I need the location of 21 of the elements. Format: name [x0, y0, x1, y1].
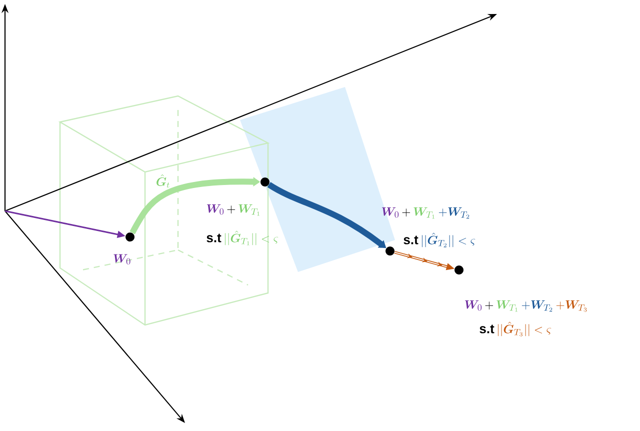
formula-label: $\textbf{s.t}$ $||\hat{\boldsymbol{G}}_{T_1}|| < \varsigma$	[206, 230, 278, 246]
dot	[454, 266, 464, 274]
node-label: $+\boldsymbol{W}_{T_2}$	[438, 207, 470, 219]
formula-label: $\boldsymbol{W}_0$ $+$ $\boldsymbol{W}_{T_1}$ $+\boldsymbol{W}_{T_2}$ $+\boldsymbol{W}_{T_3}$	[464, 300, 587, 312]
formula-label: $\boldsymbol{W}_0$	[114, 254, 130, 264]
node-label: $+$	[402, 208, 410, 217]
node-label: $+$	[485, 302, 494, 310]
gradient-label: $\hat{\boldsymbol{G}}_t$	[156, 174, 170, 188]
formula-label: $\textbf{s.t}$ $||\hat{\boldsymbol{G}}_{T_3}|| < \varsigma$	[480, 322, 552, 336]
formula-label: $\boldsymbol{W}_0$ $+$ $\boldsymbol{W}_{T_1}$ $+\boldsymbol{W}_{T_2}$	[382, 207, 470, 219]
dot	[126, 232, 134, 242]
node-label: $\boldsymbol{W}_0$	[464, 300, 482, 311]
dot	[260, 178, 270, 186]
node-label: $\boldsymbol{W}_{T_1}$	[496, 300, 518, 312]
node-label: $\boldsymbol{W}_{T_1}$	[414, 207, 434, 219]
node-label: $+\boldsymbol{W}_{T_2}$	[522, 300, 552, 312]
node-label: $+\boldsymbol{W}_{T_3}$	[556, 300, 587, 312]
formula-label: $\boldsymbol{W}_0$ $+$ $\boldsymbol{W}_{T_1}$	[207, 204, 260, 216]
dot	[386, 246, 394, 256]
node-label: $\boldsymbol{W}_0$	[382, 207, 399, 218]
formula-label: $\textbf{s.t}$ $||\hat{\boldsymbol{G}}_{T_2}|| < \varsigma$	[404, 232, 476, 248]
